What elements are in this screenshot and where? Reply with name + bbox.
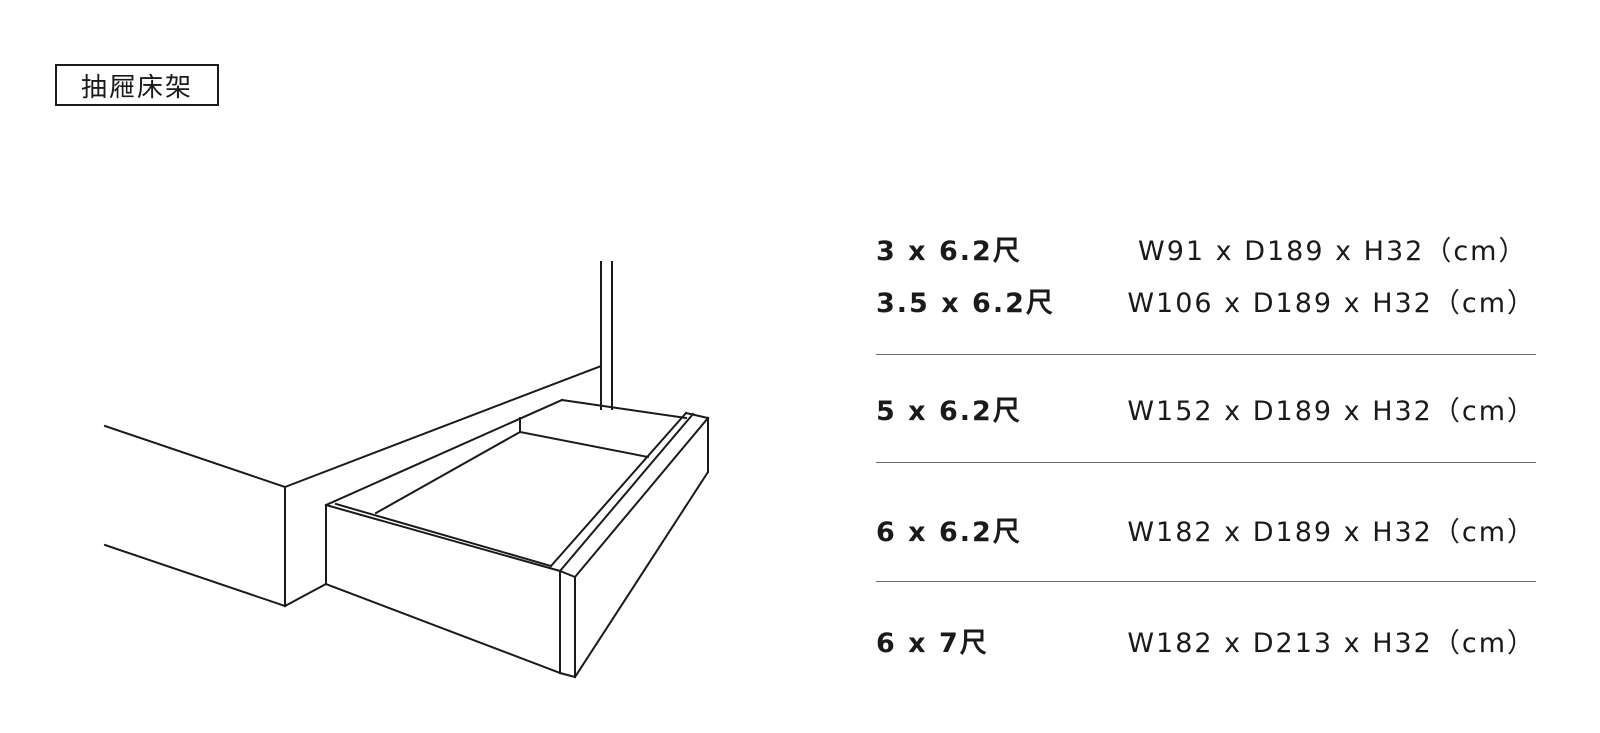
drawer-bed-illustration xyxy=(103,261,710,679)
spec-size: 6 x 6.2尺 xyxy=(876,516,1022,548)
spec-row: 5 x 6.2尺 W152 x D189 x H32（cm） xyxy=(876,382,1536,434)
size-spec-table: 3 x 6.2尺 W91 x D189 x H32（cm） 3.5 x 6.2尺… xyxy=(876,222,1536,666)
spec-size: 6 x 7尺 xyxy=(876,627,989,659)
spec-dimensions: W152 x D189 x H32（cm） xyxy=(1127,395,1536,427)
product-title-text: 抽屜床架 xyxy=(80,72,193,103)
drawer-front-top-edge xyxy=(324,503,562,573)
spec-row: 3.5 x 6.2尺 W106 x D189 x H32（cm） xyxy=(876,274,1536,326)
drawer-back-wall-top xyxy=(560,398,688,420)
bed-bottom-left-edge xyxy=(103,543,287,608)
bed-top-right-edge xyxy=(283,364,603,489)
drawer-side-cap-top xyxy=(684,411,710,420)
drawer-side-top-inner xyxy=(558,412,695,573)
drawer-side-top-outer xyxy=(573,416,710,579)
bed-top-left-edge xyxy=(103,424,287,489)
drawer-side-bottom-edge xyxy=(573,470,710,679)
spec-dimensions: W182 x D189 x H32（cm） xyxy=(1127,516,1536,548)
spec-group-double: 5 x 6.2尺 W152 x D189 x H32（cm） xyxy=(876,355,1536,463)
drawer-front-thickness-top xyxy=(558,569,577,579)
spec-row: 3 x 6.2尺 W91 x D189 x H32（cm） xyxy=(876,222,1536,274)
spec-row: 6 x 7尺 W182 x D213 x H32（cm） xyxy=(876,614,1536,666)
drawer-inner-front-rim xyxy=(334,502,553,568)
spec-size: 5 x 6.2尺 xyxy=(876,395,1022,427)
spec-row: 6 x 6.2尺 W182 x D189 x H32（cm） xyxy=(876,503,1536,555)
drawer-interior-left-floor xyxy=(374,430,522,515)
drawer-left-wall-top xyxy=(324,398,564,507)
bed-base-to-drawer-edge xyxy=(283,582,328,608)
spec-dimensions: W106 x D189 x H32（cm） xyxy=(1127,287,1536,319)
spec-group-single: 3 x 6.2尺 W91 x D189 x H32（cm） 3.5 x 6.2尺… xyxy=(876,222,1536,355)
drawer-front-thickness-bottom xyxy=(558,671,577,679)
spec-group-king: 6 x 7尺 W182 x D213 x H32（cm） xyxy=(876,582,1536,666)
spec-dimensions: W91 x D189 x H32（cm） xyxy=(1138,235,1528,267)
product-title: 抽屜床架 xyxy=(55,64,219,106)
drawer-side-inner-rim xyxy=(549,411,688,568)
drawer-interior-back-floor xyxy=(518,430,650,459)
spec-size: 3 x 6.2尺 xyxy=(876,235,1022,267)
spec-group-queen: 6 x 6.2尺 W182 x D189 x H32（cm） xyxy=(876,463,1536,582)
spec-dimensions: W182 x D213 x H32（cm） xyxy=(1127,627,1536,659)
spec-size: 3.5 x 6.2尺 xyxy=(876,287,1055,319)
drawer-front-bottom-edge xyxy=(324,582,562,675)
